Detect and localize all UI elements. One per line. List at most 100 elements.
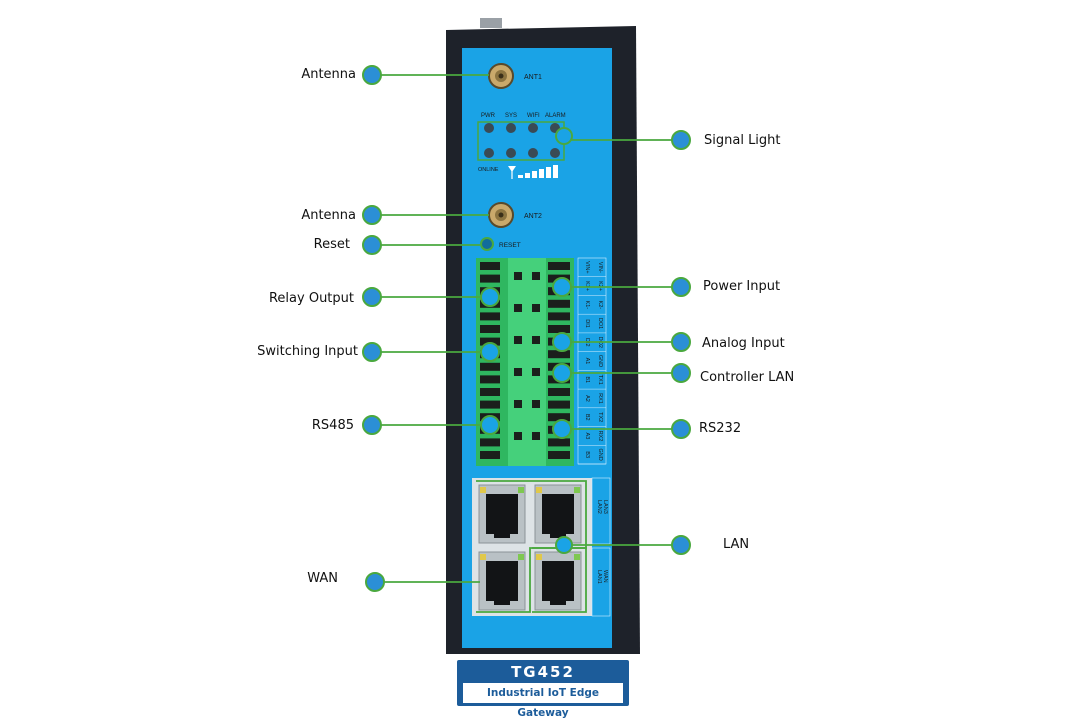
callout-dot-signal-light	[671, 130, 691, 150]
callout-dot-relay-output	[362, 287, 382, 307]
terminal-hole	[514, 336, 522, 344]
product-model: TG452	[511, 663, 575, 681]
callout-dot-rs485	[362, 415, 382, 435]
terminal-label: GND	[597, 355, 603, 367]
port-label-lan1: LAN1	[596, 570, 602, 584]
terminal-screw-slot	[548, 413, 570, 422]
terminal-label: K2+	[597, 281, 603, 291]
callout-label-relay-output: Relay Output	[268, 291, 354, 306]
port-label-lan2: LAN2	[596, 500, 602, 514]
terminal-screw-slot	[548, 451, 570, 459]
callout-dot-reset	[362, 235, 382, 255]
terminal-hole	[532, 336, 540, 344]
antenna-2-connector	[488, 202, 514, 228]
terminal-screw-slot	[548, 388, 570, 396]
led-signal-3	[550, 148, 560, 158]
callout-dot-switching-input	[362, 342, 382, 362]
led-online	[484, 148, 494, 158]
reset-label: RESET	[499, 242, 521, 249]
callout-label-antenna-2: Antenna	[301, 208, 356, 223]
signal-strength-icon	[508, 165, 558, 179]
terminal-label: K2-	[597, 301, 603, 310]
terminal-label: RX1	[597, 393, 603, 404]
terminal-label: GND	[597, 449, 603, 461]
terminal-hole	[514, 400, 522, 408]
led-signal-2	[528, 148, 538, 158]
port-lan1	[534, 551, 582, 611]
terminal-hole	[532, 304, 540, 312]
led-signal-1	[506, 148, 516, 158]
terminal-label: DI1	[584, 319, 590, 328]
terminal-label: K1+	[584, 281, 590, 291]
callout-dots	[362, 65, 691, 592]
terminal-label: A1	[584, 358, 590, 365]
terminal-hole	[532, 368, 540, 376]
callout-label-analog-input: Analog Input	[702, 336, 785, 351]
callout-label-rs232: RS232	[699, 421, 742, 436]
terminal-screw-slot	[480, 362, 500, 371]
terminal-screw-slot	[480, 388, 500, 396]
led-sys	[506, 123, 516, 133]
online-label: ONLINE	[478, 167, 499, 173]
terminal-label: VIN+	[584, 261, 590, 273]
terminal-screw-slot	[480, 400, 500, 409]
led-label-wifi: WIFI	[527, 113, 540, 119]
led-label-alarm: ALARM	[545, 113, 566, 119]
led-wifi	[528, 123, 538, 133]
terminal-label: B3	[584, 451, 590, 458]
callout-label-reset: Reset	[313, 237, 350, 252]
callout-label-lan: LAN	[723, 537, 750, 552]
terminal-label: RX2	[597, 431, 603, 442]
product-title-box: TG452 Industrial IoT Edge Gateway	[457, 660, 629, 719]
port-lan2	[478, 484, 526, 544]
antenna-1-connector	[488, 63, 514, 89]
callout-label-signal-light: Signal Light	[704, 133, 781, 148]
product-subtitle: Industrial IoT Edge Gateway	[463, 683, 623, 719]
terminal-hole	[514, 368, 522, 376]
terminal-screw-slot	[548, 350, 570, 359]
callout-dot-analog-input	[671, 332, 691, 352]
callout-label-rs485: RS485	[311, 418, 354, 433]
terminal-screw-slot	[548, 400, 570, 409]
callout-dot-controller-lan	[671, 363, 691, 383]
terminal-hole	[514, 272, 522, 280]
terminal-label: A3	[584, 433, 590, 440]
terminal-hole	[514, 304, 522, 312]
ethernet-ports: LAN2 LAN3 LAN1 WAN	[472, 477, 611, 617]
ant2-label: ANT2	[524, 213, 542, 220]
terminal-screw-slot	[548, 262, 570, 270]
terminal-hole	[514, 432, 522, 440]
terminal-screw-slot	[480, 262, 500, 270]
callout-label-power-input: Power Input	[703, 279, 781, 294]
port-wan	[478, 551, 526, 611]
callout-label-antenna-1: Antenna	[301, 67, 356, 82]
callout-dot-wan	[365, 572, 385, 592]
terminal-label: B1	[584, 376, 590, 383]
top-connector	[480, 18, 502, 28]
terminal-screw-slot	[480, 274, 500, 283]
ant1-label: ANT1	[524, 74, 542, 81]
led-label-pwr: PWR	[481, 113, 496, 119]
terminal-screw-slot	[480, 337, 500, 346]
terminal-label: B2	[584, 414, 590, 421]
terminal-screw-slot	[548, 299, 570, 308]
endpoint-markers	[480, 127, 573, 554]
callout-dot-rs232	[671, 419, 691, 439]
callout-label-switching-input: Switching Input	[257, 344, 358, 359]
terminal-label: VIN-	[597, 262, 603, 273]
terminal-screw-slot	[548, 325, 570, 333]
callout-dot-power-input	[671, 277, 691, 297]
terminal-screw-slot	[480, 312, 500, 321]
terminal-hole	[532, 272, 540, 280]
callout-dot-antenna-1	[362, 65, 382, 85]
terminal-hole	[532, 400, 540, 408]
terminal-screw-slot	[480, 325, 500, 333]
terminal-screw-slot	[480, 375, 500, 384]
terminal-center	[508, 258, 546, 466]
callout-dot-antenna-2	[362, 205, 382, 225]
terminal-screw-slot	[480, 451, 500, 459]
terminal-label: K1-	[584, 301, 590, 310]
terminal-screw-slot	[548, 312, 570, 321]
